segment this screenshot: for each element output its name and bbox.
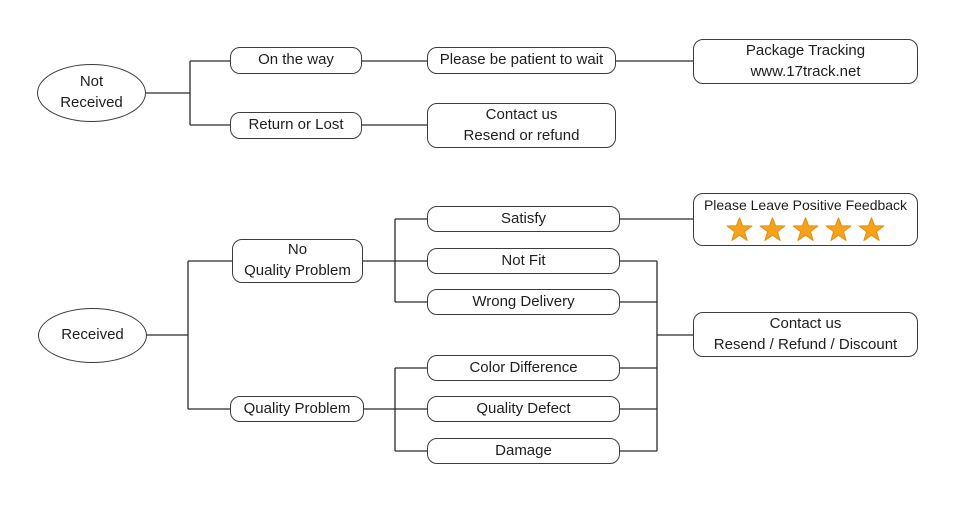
node-on-the-way: On the way [230,47,362,74]
node-damage: Damage [427,438,620,464]
five-star-rating [726,217,885,243]
node-label: Wrong Delivery [472,292,575,310]
node-positive-feedback: Please Leave Positive Feedback [693,193,918,246]
node-label: Quality Problem [244,262,351,279]
node-label: Damage [495,441,552,459]
node-package-tracking: Package Tracking www.17track.net [693,39,918,84]
node-contact-resend-refund: Contact us Resend or refund [427,103,616,148]
node-label: Return or Lost [248,116,344,134]
node-wrong-delivery: Wrong Delivery [427,289,620,315]
node-please-be-patient: Please be patient to wait [427,47,616,74]
star-icon [858,217,885,242]
node-not-received: Not Received [37,64,146,122]
node-quality-problem: Quality Problem [230,396,364,422]
star-icon [825,217,852,242]
node-label: Not [79,73,104,91]
node-no-quality-problem: No Quality Problem [232,239,363,283]
node-label: Satisfy [500,209,546,227]
node-label: Please Leave Positive Feedback [703,196,908,213]
node-quality-defect: Quality Defect [427,396,620,422]
node-label: Color Difference [469,358,578,376]
node-label: Please be patient to wait [439,51,604,69]
node-label: Quality Problem [243,399,351,417]
node-received: Received [38,308,147,363]
node-label: Contact us [769,314,842,332]
node-label: Not Fit [501,251,546,269]
node-label: Package Tracking [745,41,866,59]
node-label: On the way [258,51,334,69]
star-icon [759,217,786,242]
node-contact-resend-refund-discount: Contact us Resend / Refund / Discount [693,312,918,357]
node-color-difference: Color Difference [427,355,620,381]
node-label: Received [61,326,124,344]
node-label: Quality Defect [476,399,571,417]
node-satisfy: Satisfy [427,206,620,232]
node-label: Received [60,94,123,111]
node-not-fit: Not Fit [427,248,620,274]
node-label: Resend or refund [463,126,580,144]
star-icon [726,217,753,242]
node-label: Resend / Refund / Discount [713,335,898,353]
node-label: Contact us [485,105,558,123]
node-return-or-lost: Return or Lost [230,112,362,139]
star-icon [792,217,819,242]
tracking-url: www.17track.net [750,62,861,80]
node-label: No [287,241,308,259]
